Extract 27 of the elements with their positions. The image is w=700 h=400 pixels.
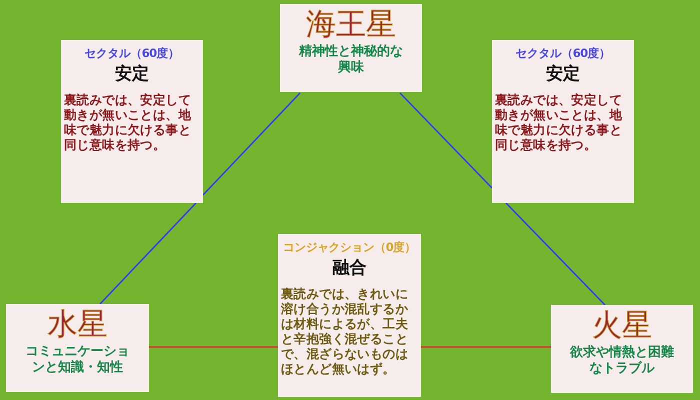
aspect-card — [492, 40, 634, 203]
aspect-description: 裏読みでは、安定して動きが無いことは、地味で魅力に欠ける事と同じ意味を持つ。 — [63, 92, 192, 152]
connector-line — [421, 346, 551, 348]
aspect-description: 裏読みでは、安定して動きが無いことは、地味で魅力に欠ける事と同じ意味を持つ。 — [494, 92, 624, 152]
aspect-title: セクタル（60度） — [514, 45, 612, 62]
planet-description: コミュニケーションと知識・知性 — [24, 344, 130, 376]
aspect-keyword: 安定 — [545, 63, 581, 86]
connector-line — [99, 202, 197, 305]
planet-name: 火星 — [591, 307, 653, 345]
aspect-title: コンジャクション（0度） — [282, 239, 417, 256]
aspect-keyword: 融合 — [332, 257, 368, 280]
aspect-card — [278, 234, 421, 397]
connector-line — [399, 92, 493, 189]
aspect-description: 裏読みでは、きれいに溶け合うか混乱するかは材料によるが、工夫と辛抱強く混ぜることで、混ざらないものはほとんど無いはず。 — [280, 286, 410, 376]
planet-box — [6, 304, 149, 392]
planet-description: 欲求や情熱と困難なトラブル — [568, 345, 675, 377]
planet-name: 水星 — [46, 306, 108, 344]
planet-box — [280, 4, 422, 92]
planet-box — [551, 305, 693, 393]
planet-description: 精神性と神秘的な興味 — [298, 44, 404, 76]
aspect-card — [61, 40, 203, 203]
connector-line — [149, 346, 278, 348]
connector-line — [505, 202, 606, 306]
connector-line — [202, 92, 301, 196]
aspect-keyword: 安定 — [114, 63, 150, 86]
aspect-title: セクタル（60度） — [84, 45, 180, 62]
planet-name: 海王星 — [305, 6, 397, 44]
